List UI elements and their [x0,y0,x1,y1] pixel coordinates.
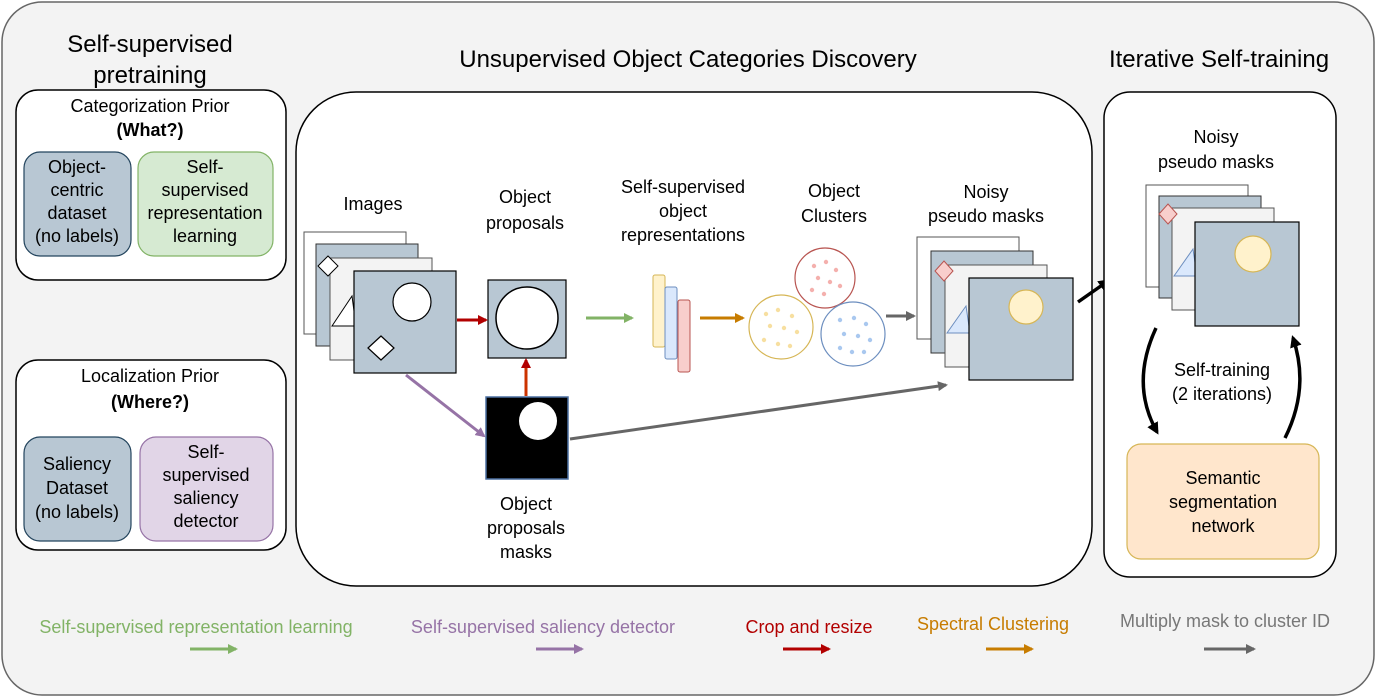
self-training-down-arrow [1141,327,1159,435]
multiply-mask-arrow [569,381,948,441]
representations-label: object [659,201,707,221]
right-noisy-label: pseudo masks [1158,152,1274,172]
saliency-detector-box [139,436,274,542]
clusters-label: Object [808,181,860,201]
saliency-dataset-line: Dataset [46,478,108,498]
legend-saliency-label: Self-supervised saliency detector [411,617,675,637]
proposals-label: Object [499,187,551,207]
legend-representation-label: Self-supervised representation learning [39,617,352,637]
dataset-line: (no labels) [35,226,119,246]
clusters-label: Clusters [801,206,867,226]
proposals-label: proposals [486,213,564,233]
cluster-red [794,247,856,309]
saliency-method-line: detector [173,511,238,531]
feature-vectors [652,274,691,373]
noisy-label: Noisy [963,182,1008,202]
method-line: Self- [186,157,223,177]
images-label: Images [343,194,402,214]
segmentation-network-box [1126,443,1320,560]
dataset-line: dataset [47,203,106,223]
method-line: supervised [161,180,248,200]
network-label: network [1191,516,1255,536]
saliency-method-line: supervised [162,465,249,485]
cluster-blue [820,301,886,367]
self-training-label: (2 iterations) [1172,384,1272,404]
dataset-line: centric [50,180,103,200]
legend-crop-label: Crop and resize [745,617,872,637]
network-label: Semantic [1185,468,1260,488]
method-line: representation [147,203,262,223]
saliency-dataset-line: (no labels) [35,502,119,522]
right-title: Iterative Self-training [1109,46,1329,73]
object-centric-dataset-box [23,151,132,257]
right-noisy-label: Noisy [1193,127,1238,147]
localization-question: (Where?) [111,392,189,412]
masks-label: masks [500,542,552,562]
saliency-dataset-box [23,436,132,542]
to-self-training-arrow [1076,279,1111,304]
localization-title: Localization Prior [81,366,219,386]
cluster-yellow [748,294,814,360]
legend: Self-supervised representation learning … [39,611,1330,654]
masks-label: Object [500,494,552,514]
categorization-title: Categorization Prior [70,96,229,116]
self-training-up-arrow [1283,335,1302,439]
images-stack [303,231,457,374]
dataset-line: Object- [48,157,106,177]
saliency-method-line: Self- [187,442,224,462]
left-title-line2: pretraining [93,62,206,89]
noisy-label: pseudo masks [928,206,1044,226]
categorization-question: (What?) [117,120,184,140]
right-noisy-masks-stack [1145,184,1300,327]
masks-label: proposals [487,518,565,538]
network-label: segmentation [1169,492,1277,512]
method-line: learning [173,226,237,246]
middle-title: Unsupervised Object Categories Discovery [459,46,917,73]
legend-spectral-label: Spectral Clustering [917,614,1069,634]
saliency-dataset-line: Saliency [43,454,111,474]
saliency-arrow [405,373,486,438]
left-title-line1: Self-supervised [67,31,232,58]
representations-label: representations [621,225,745,245]
representations-label: Self-supervised [621,177,745,197]
noisy-masks-stack [916,236,1074,381]
self-training-label: Self-training [1174,360,1270,380]
saliency-method-line: saliency [173,488,238,508]
legend-multiply-label: Multiply mask to cluster ID [1120,611,1330,631]
self-supervised-representation-box [137,151,274,257]
